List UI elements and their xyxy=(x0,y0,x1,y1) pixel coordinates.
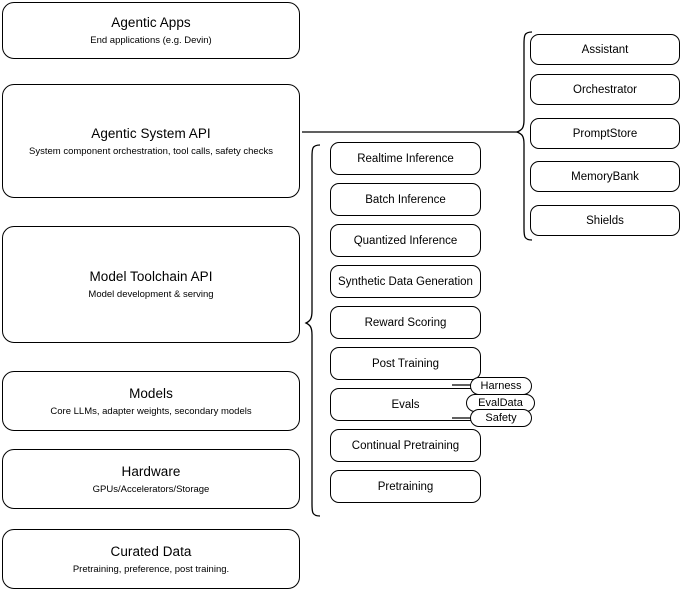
layer-box-hardware[interactable]: Hardware GPUs/Accelerators/Storage xyxy=(2,449,300,509)
layer-subtitle: Model development & serving xyxy=(88,289,214,300)
component-box-batch-inference[interactable]: Batch Inference xyxy=(330,183,481,216)
component-box-continual-pretraining[interactable]: Continual Pretraining xyxy=(330,429,481,462)
layer-subtitle: System component orchestration, tool cal… xyxy=(29,145,273,157)
component-box-memorybank[interactable]: MemoryBank xyxy=(530,161,680,192)
component-box-realtime-inference[interactable]: Realtime Inference xyxy=(330,142,481,175)
component-box-promptstore[interactable]: PromptStore xyxy=(530,118,680,149)
layer-title: Model Toolchain API xyxy=(89,269,213,284)
layer-subtitle: Core LLMs, adapter weights, secondary mo… xyxy=(50,405,252,417)
layer-box-models[interactable]: Models Core LLMs, adapter weights, secon… xyxy=(2,371,300,431)
layer-box-model-toolchain-api[interactable]: Model Toolchain API Model development & … xyxy=(2,226,300,343)
layer-subtitle: Pretraining, preference, post training. xyxy=(72,563,230,575)
component-box-quantized-inference[interactable]: Quantized Inference xyxy=(330,224,481,257)
component-box-synthetic-data-generation[interactable]: Synthetic Data Generation xyxy=(330,265,481,298)
layer-title: Curated Data xyxy=(110,543,192,559)
layer-title: Hardware xyxy=(121,463,181,479)
component-box-shields[interactable]: Shields xyxy=(530,205,680,236)
component-box-pretraining[interactable]: Pretraining xyxy=(330,470,481,503)
pill-safety[interactable]: Safety xyxy=(470,409,532,427)
brace-middle-column xyxy=(304,144,321,517)
layer-box-agentic-apps[interactable]: Agentic Apps End applications (e.g. Devi… xyxy=(2,2,300,59)
layer-title: Agentic Apps xyxy=(111,15,191,30)
component-box-assistant[interactable]: Assistant xyxy=(530,34,680,65)
pill-evaldata[interactable]: EvalData xyxy=(466,394,535,412)
layer-title: Agentic System API xyxy=(91,125,211,141)
pill-harness[interactable]: Harness xyxy=(470,377,532,395)
component-box-evals[interactable]: Evals xyxy=(330,388,481,421)
layer-subtitle: End applications (e.g. Devin) xyxy=(90,35,212,46)
layer-title: Models xyxy=(129,385,173,401)
component-box-reward-scoring[interactable]: Reward Scoring xyxy=(330,306,481,339)
component-box-post-training[interactable]: Post Training xyxy=(330,347,481,380)
layer-box-curated-data[interactable]: Curated Data Pretraining, preference, po… xyxy=(2,529,300,589)
layer-box-agentic-system-api[interactable]: Agentic System API System component orch… xyxy=(2,84,300,198)
component-box-orchestrator[interactable]: Orchestrator xyxy=(530,74,680,105)
layer-subtitle: GPUs/Accelerators/Storage xyxy=(92,483,210,495)
